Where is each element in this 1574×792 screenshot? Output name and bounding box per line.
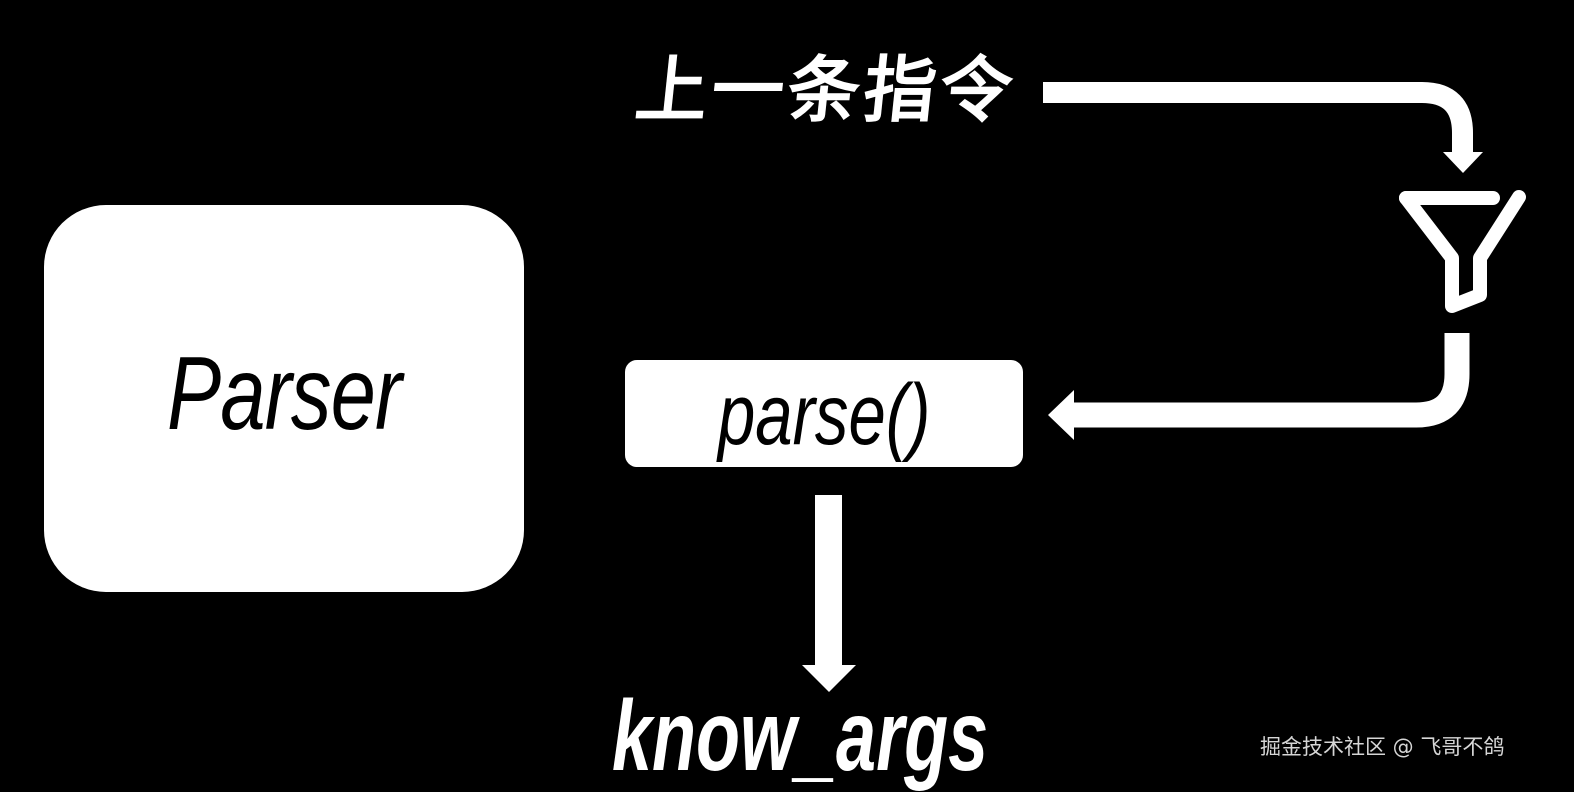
arrow-filter-to-parse <box>1048 333 1470 440</box>
previous-command-label: 上一条指令 <box>631 48 1021 132</box>
arrow-parse-to-known-args <box>802 495 856 692</box>
parser-node: Parser <box>44 205 524 592</box>
parser-label: Parser <box>166 336 402 452</box>
watermark: 掘金技术社区 @ 飞哥不鸽 <box>1260 735 1505 759</box>
parse-method-node: parse() <box>625 360 1023 467</box>
funnel-icon <box>1399 190 1526 313</box>
parse-method-label: parse() <box>717 367 931 463</box>
arrow-command-to-filter <box>1043 82 1483 173</box>
known-args-label: know_args <box>612 680 989 792</box>
